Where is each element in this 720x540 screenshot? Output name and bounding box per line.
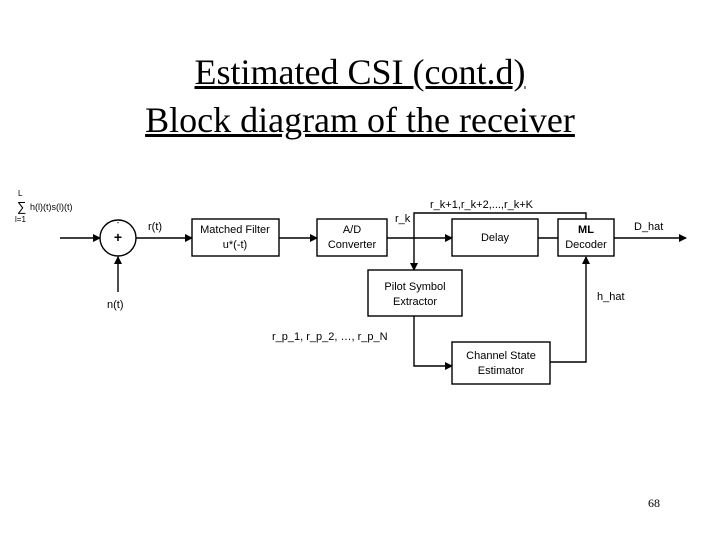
delay-label: Delay <box>481 232 510 244</box>
adder-circle <box>99 219 137 257</box>
matched-filter-response: u*(-t) <box>223 239 247 251</box>
pilot-to-cse-wire <box>413 316 453 370</box>
ad-converter-block: A/D Converter <box>316 218 388 257</box>
cse-title: Channel State <box>466 350 536 362</box>
adder: + - <box>99 218 137 257</box>
adder-plus: + <box>114 229 122 245</box>
ad-converter-title: A/D <box>343 224 361 236</box>
label-rt: r(t) <box>148 221 162 233</box>
label-pilots: r_p_1, r_p_2, …, r_p_N <box>272 331 388 343</box>
label-nt: n(t) <box>107 299 124 311</box>
sum-upper-limit: L <box>18 189 23 198</box>
slide-subtitle: Block diagram of the receiver <box>145 100 575 140</box>
input-term: h(l)(t)s(l)(t) <box>30 202 72 212</box>
adder-minus-sign: - <box>117 218 120 227</box>
ml-decoder-block: ML Decoder <box>557 218 615 257</box>
sum-symbol: ∑ <box>17 199 26 214</box>
cse-to-ml-wire <box>550 256 590 363</box>
channel-state-estimator-block: Channel State Estimator <box>451 341 551 385</box>
ad-converter-subtitle: Converter <box>328 239 377 251</box>
label-rk-future: r_k+1,r_k+2,...,r_k+K <box>430 199 534 211</box>
delay-block: Delay <box>451 218 539 257</box>
pilot-extractor-title: Pilot Symbol <box>384 281 445 293</box>
page-number: 68 <box>648 496 660 510</box>
ml-decoder-subtitle: Decoder <box>565 239 607 251</box>
label-dhat: D_hat <box>634 221 663 233</box>
matched-filter-title: Matched Filter <box>200 224 270 236</box>
ml-decoder-title: ML <box>578 224 594 236</box>
matched-filter-block: Matched Filter u*(-t) <box>191 218 280 257</box>
label-rk: r_k <box>395 213 411 225</box>
cse-subtitle: Estimator <box>478 365 525 377</box>
pilot-extractor-subtitle: Extractor <box>393 296 437 308</box>
slide-title: Estimated CSI (cont.d) <box>194 52 526 92</box>
label-hhat: h_hat <box>597 291 625 303</box>
sum-lower-limit: l=1 <box>15 215 26 224</box>
input-expression: L ∑ l=1 h(l)(t)s(l)(t) <box>15 189 72 224</box>
pilot-extractor-block: Pilot Symbol Extractor <box>367 269 463 317</box>
